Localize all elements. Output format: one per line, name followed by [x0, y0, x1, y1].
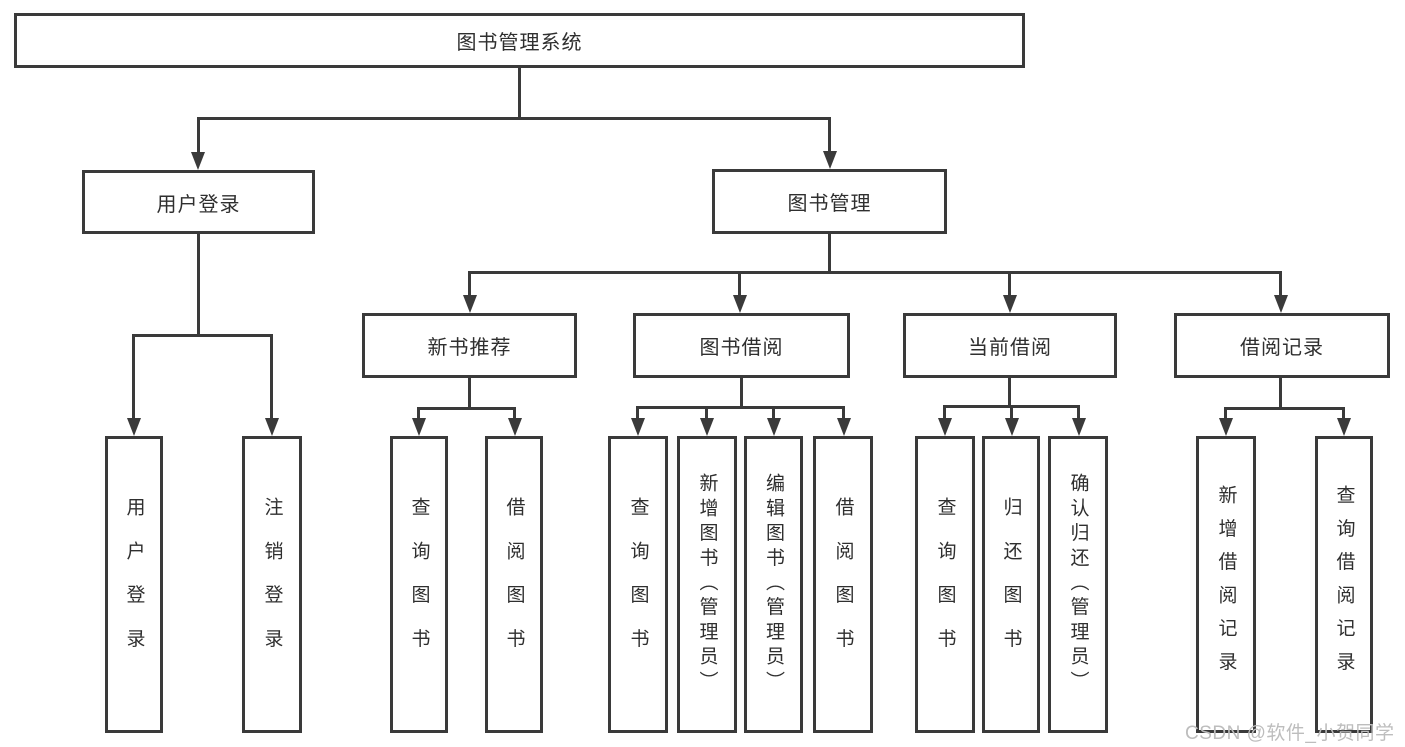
connector-vline: [842, 406, 845, 418]
connector-hline: [417, 407, 516, 410]
arrow-down-icon: [1005, 418, 1019, 436]
leaf-return-book: 归还图书: [982, 436, 1040, 733]
arrow-down-icon: [823, 151, 837, 169]
leaf-newbook-query-book: 查询图书: [390, 436, 448, 733]
connector-hline: [132, 334, 273, 337]
arrow-down-icon: [837, 418, 851, 436]
connector-vline: [1279, 378, 1282, 410]
arrow-down-icon: [1337, 418, 1351, 436]
leaf-label: 编辑图书（管理员）: [763, 473, 784, 696]
leaf-user-login: 用户登录: [105, 436, 163, 733]
node-new-book-recommend: 新书推荐: [362, 313, 577, 378]
node-root-label: 图书管理系统: [456, 32, 583, 54]
arrow-down-icon: [767, 418, 781, 436]
arrow-down-icon: [1003, 295, 1017, 313]
leaf-query-borrow-record: 查询借阅记录: [1315, 436, 1373, 733]
arrow-down-icon: [127, 418, 141, 436]
connector-vline: [468, 271, 471, 295]
leaf-label: 归还图书: [1000, 497, 1022, 672]
leaf-newbook-borrow-book: 借阅图书: [485, 436, 543, 733]
leaf-label: 查询图书: [934, 497, 956, 672]
leaf-label: 用户登录: [123, 497, 145, 672]
connector-vline: [197, 117, 200, 153]
connector-vline: [518, 68, 521, 118]
arrow-down-icon: [1219, 418, 1233, 436]
leaf-borrow-query-book: 查询图书: [608, 436, 668, 733]
leaf-label: 借阅图书: [832, 497, 854, 672]
arrow-down-icon: [631, 418, 645, 436]
connector-vline: [1077, 405, 1080, 418]
connector-vline: [705, 406, 708, 418]
node-new-book-recommend-label: 新书推荐: [427, 337, 512, 359]
node-borrow-record: 借阅记录: [1174, 313, 1390, 378]
node-current-borrow: 当前借阅: [903, 313, 1117, 378]
connector-vline: [270, 334, 273, 418]
connector-vline: [132, 334, 135, 418]
connector-hline: [636, 406, 845, 409]
node-book-management-label: 图书管理: [787, 193, 872, 215]
node-user-login-label: 用户登录: [156, 193, 241, 216]
node-root: 图书管理系统: [14, 13, 1025, 68]
connector-vline: [636, 406, 639, 418]
leaf-add-borrow-record: 新增借阅记录: [1196, 436, 1256, 733]
connector-vline: [828, 117, 831, 152]
connector-hline: [1224, 407, 1345, 410]
node-current-borrow-label: 当前借阅: [968, 337, 1052, 359]
connector-vline: [738, 271, 741, 295]
connector-vline: [197, 234, 200, 336]
leaf-logout: 注销登录: [242, 436, 302, 733]
leaf-confirm-return-admin: 确认归还（管理员）: [1048, 436, 1108, 733]
node-book-borrow: 图书借阅: [633, 313, 850, 378]
leaf-label: 确认归还（管理员）: [1067, 473, 1089, 696]
connector-vline: [468, 378, 471, 410]
arrow-down-icon: [700, 418, 714, 436]
connector-vline: [1010, 405, 1013, 418]
leaf-label: 查询图书: [408, 497, 430, 672]
leaf-add-book-admin: 新增图书（管理员）: [677, 436, 737, 733]
arrow-down-icon: [508, 418, 522, 436]
arrow-down-icon: [1274, 295, 1288, 313]
leaf-borrow-book: 借阅图书: [813, 436, 873, 733]
node-user-login: 用户登录: [82, 170, 315, 234]
connector-vline: [1342, 407, 1345, 418]
arrow-down-icon: [265, 418, 279, 436]
connector-vline: [417, 407, 420, 418]
arrow-down-icon: [733, 295, 747, 313]
arrow-down-icon: [463, 295, 477, 313]
arrow-down-icon: [938, 418, 952, 436]
connector-hline: [197, 117, 831, 120]
node-book-management: 图书管理: [712, 169, 947, 234]
leaf-label: 查询图书: [627, 497, 649, 672]
node-borrow-record-label: 借阅记录: [1240, 337, 1324, 359]
connector-vline: [772, 406, 775, 418]
leaf-edit-book-admin: 编辑图书（管理员）: [744, 436, 803, 733]
leaf-label: 查询借阅记录: [1333, 484, 1355, 685]
leaf-label: 新增图书（管理员）: [696, 473, 718, 696]
csdn-watermark: CSDN @软件_小贺同学: [1185, 723, 1395, 744]
leaf-current-query-book: 查询图书: [915, 436, 975, 733]
arrow-down-icon: [1072, 418, 1086, 436]
connector-vline: [513, 407, 516, 418]
arrow-down-icon: [412, 418, 426, 436]
connector-vline: [1224, 407, 1227, 418]
leaf-label: 借阅图书: [503, 497, 525, 672]
leaf-label: 新增借阅记录: [1215, 484, 1237, 685]
connector-vline: [828, 234, 831, 273]
node-book-borrow-label: 图书借阅: [699, 337, 784, 359]
arrow-down-icon: [191, 152, 205, 170]
connector-vline: [1008, 378, 1011, 407]
leaf-label: 注销登录: [261, 497, 283, 672]
connector-vline: [943, 405, 946, 418]
connector-vline: [1279, 271, 1282, 295]
connector-vline: [1008, 271, 1011, 295]
connector-hline: [468, 271, 1282, 274]
connector-vline: [740, 378, 743, 408]
